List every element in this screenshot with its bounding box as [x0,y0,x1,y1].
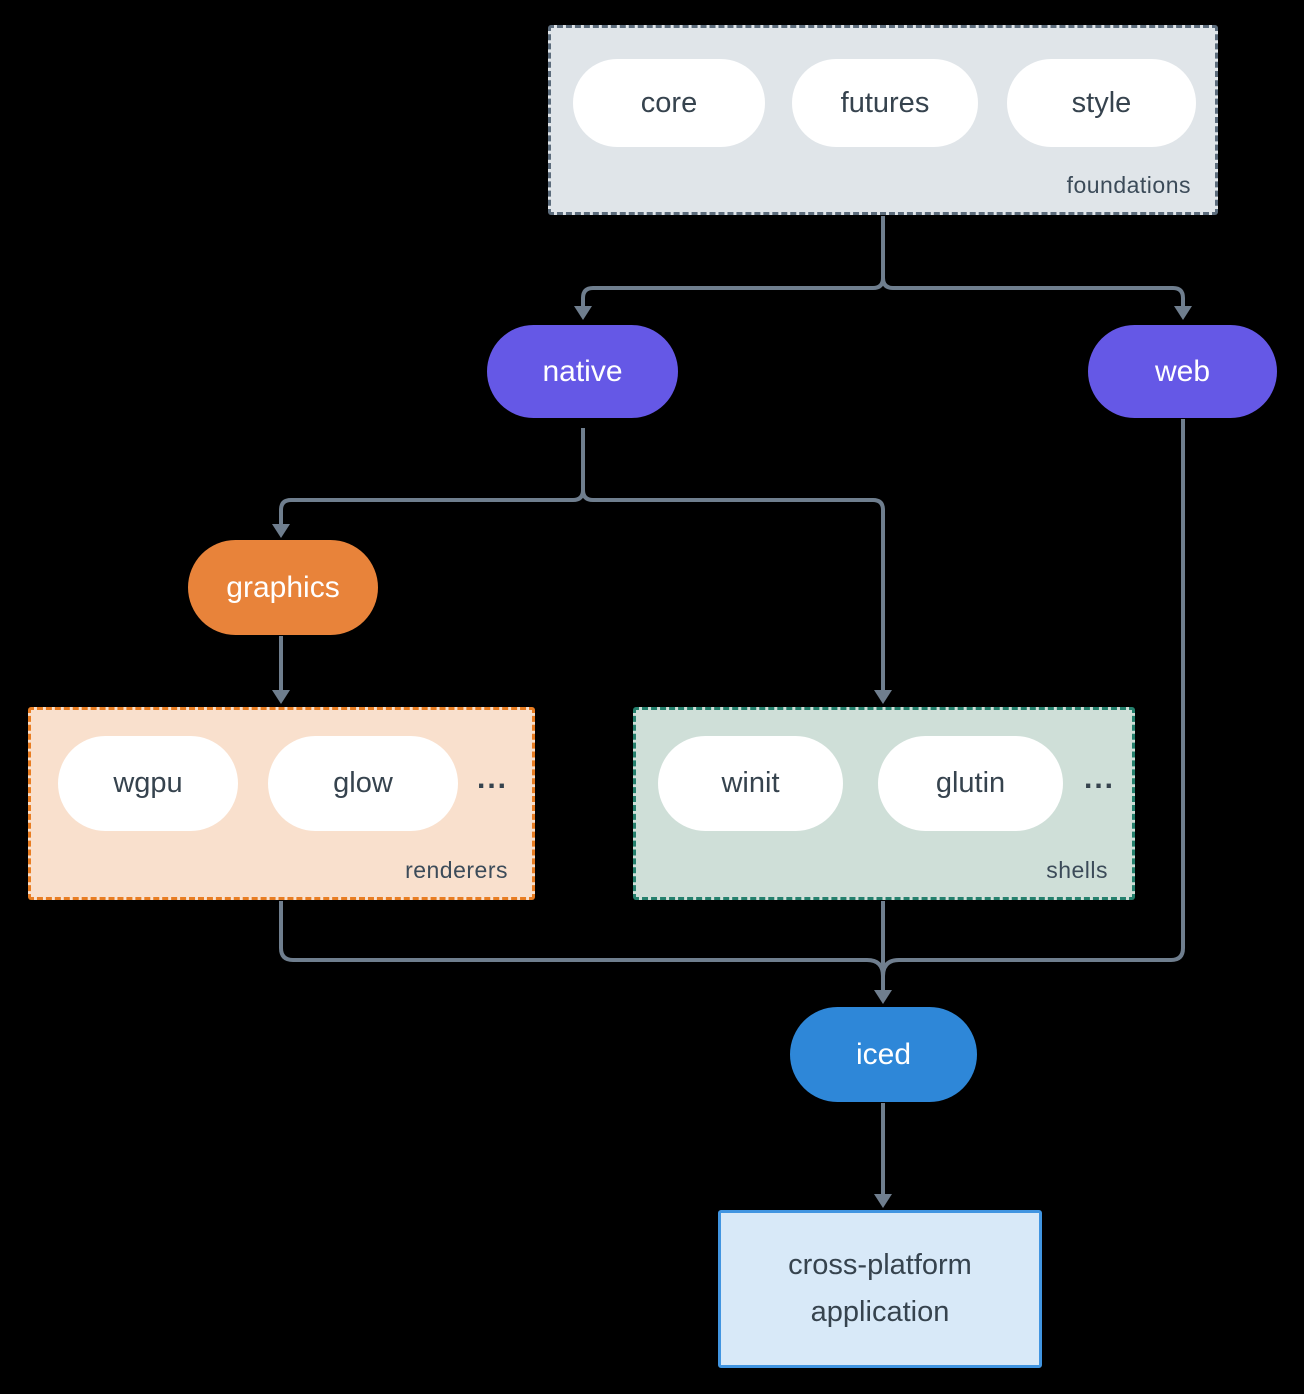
node-iced-label: iced [855,1037,912,1071]
node-glow: glow [268,736,458,831]
edge-lines [279,216,1185,1196]
node-futures-label: futures [840,86,930,119]
group-shells: winit glutin ... shells [633,707,1135,900]
group-renderers-label: renderers [405,857,508,883]
node-native: native [487,325,678,418]
node-glutin-label: glutin [935,767,1006,799]
arrowhead-native [574,306,592,320]
node-winit-label: winit [721,767,780,799]
node-style-label: style [1071,86,1132,119]
node-futures: futures [792,59,978,147]
node-web: web [1088,325,1277,418]
node-wgpu-label: wgpu [113,767,183,799]
arrowhead-graphics [272,524,290,538]
arrowheads [272,306,1192,1208]
node-native-label: native [542,354,623,388]
shells-more-indicator: ... [1084,762,1116,795]
arrowhead-iced [874,990,892,1004]
node-core: core [573,59,765,147]
node-graphics: graphics [188,540,378,635]
group-shells-label: shells [1046,857,1108,883]
edge-foundations-native [581,216,885,306]
renderers-more-indicator: ... [477,762,509,795]
node-glutin: glutin [878,736,1063,831]
node-wgpu: wgpu [58,736,238,831]
node-winit: winit [658,736,843,831]
arrowhead-shells [874,690,892,704]
arrowhead-web [1174,306,1192,320]
node-iced: iced [790,1007,977,1102]
node-graphics-label: graphics [226,570,340,604]
node-application: cross-platform application [718,1210,1042,1368]
node-glow-label: glow [333,767,393,799]
edge-native-graphics [279,428,585,526]
group-renderers: wgpu glow ... renderers [28,707,535,900]
arrowhead-app [874,1194,892,1208]
edge-native-shells [581,489,885,693]
node-core-label: core [640,86,698,119]
arrowhead-renderers [272,690,290,704]
group-foundations: core futures style foundations [548,25,1218,215]
group-foundations-label: foundations [1066,172,1191,198]
edge-foundations-web [881,277,1185,306]
node-application-label: cross-platform application [788,1249,972,1328]
node-style: style [1007,59,1196,147]
edge-renderers-merge [279,901,885,977]
node-web-label: web [1154,354,1211,388]
